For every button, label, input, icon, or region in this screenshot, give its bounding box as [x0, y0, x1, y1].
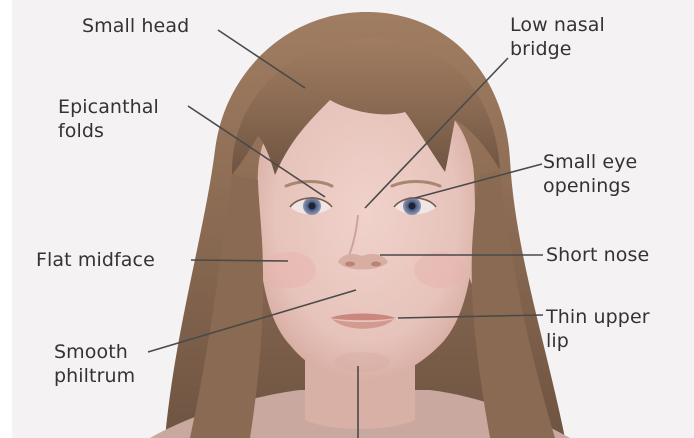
label-small-head: Small head	[82, 14, 189, 38]
right-cheek-blush	[414, 252, 466, 288]
label-smooth-philtrum: Smooth philtrum	[54, 340, 135, 388]
label-low-nasal-bridge: Low nasal bridge	[510, 13, 605, 61]
label-thin-upper-lip: Thin upper lip	[546, 305, 650, 353]
left-cheek-blush	[264, 252, 316, 288]
label-epicanthal-folds: Epicanthal folds	[58, 95, 159, 143]
label-flat-midface: Flat midface	[36, 248, 155, 272]
label-short-nose: Short nose	[546, 243, 649, 267]
label-small-eye-openings: Small eye openings	[543, 150, 637, 198]
leader-flat-midface	[191, 260, 288, 261]
